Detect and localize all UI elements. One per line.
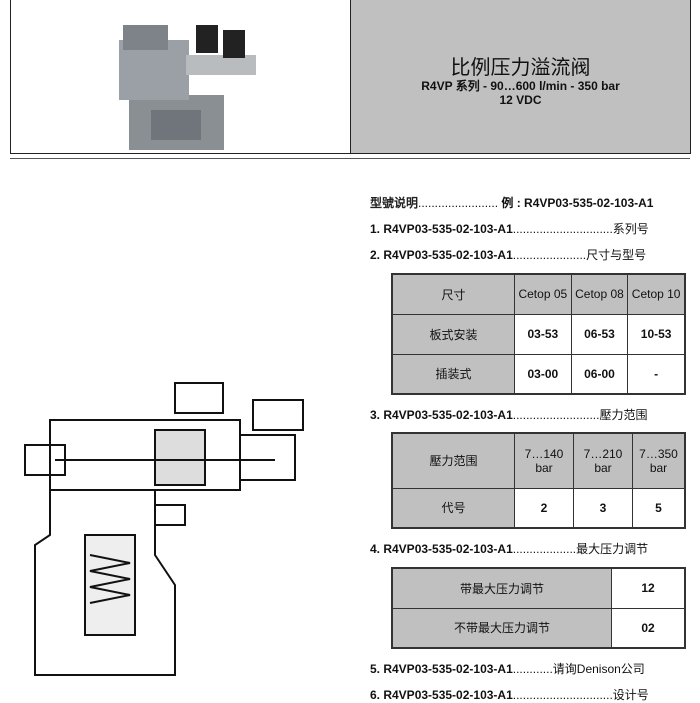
page-title: 比例压力溢流阀 bbox=[450, 54, 591, 79]
code-line-3: 3. R4VP03-535-02-103-A1.................… bbox=[370, 408, 648, 422]
code-line-2: 2. R4VP03-535-02-103-A1.................… bbox=[370, 248, 647, 262]
header-box: 比例压力溢流阀 R4VP 系列 - 90…600 l/min - 350 bar… bbox=[10, 0, 691, 154]
voltage: 12 VDC bbox=[499, 92, 542, 107]
code-line-5: 5. R4VP03-535-02-103-A1............请询Den… bbox=[370, 662, 645, 676]
valve-section-diagram-icon bbox=[24, 382, 304, 676]
code-line-6: 6. R4VP03-535-02-103-A1.................… bbox=[370, 688, 649, 702]
code-line-1: 1. R4VP03-535-02-103-A1.................… bbox=[370, 222, 649, 236]
code-line-4: 4. R4VP03-535-02-103-A1.................… bbox=[370, 542, 649, 556]
subtitle: R4VP 系列 - 90…600 l/min - 350 bar bbox=[421, 78, 620, 93]
divider bbox=[10, 158, 690, 159]
intro-line: 型號说明........................ 例 : R4VP03-… bbox=[370, 196, 654, 210]
product-photo bbox=[11, 0, 351, 153]
valve-photo-icon bbox=[119, 25, 256, 150]
